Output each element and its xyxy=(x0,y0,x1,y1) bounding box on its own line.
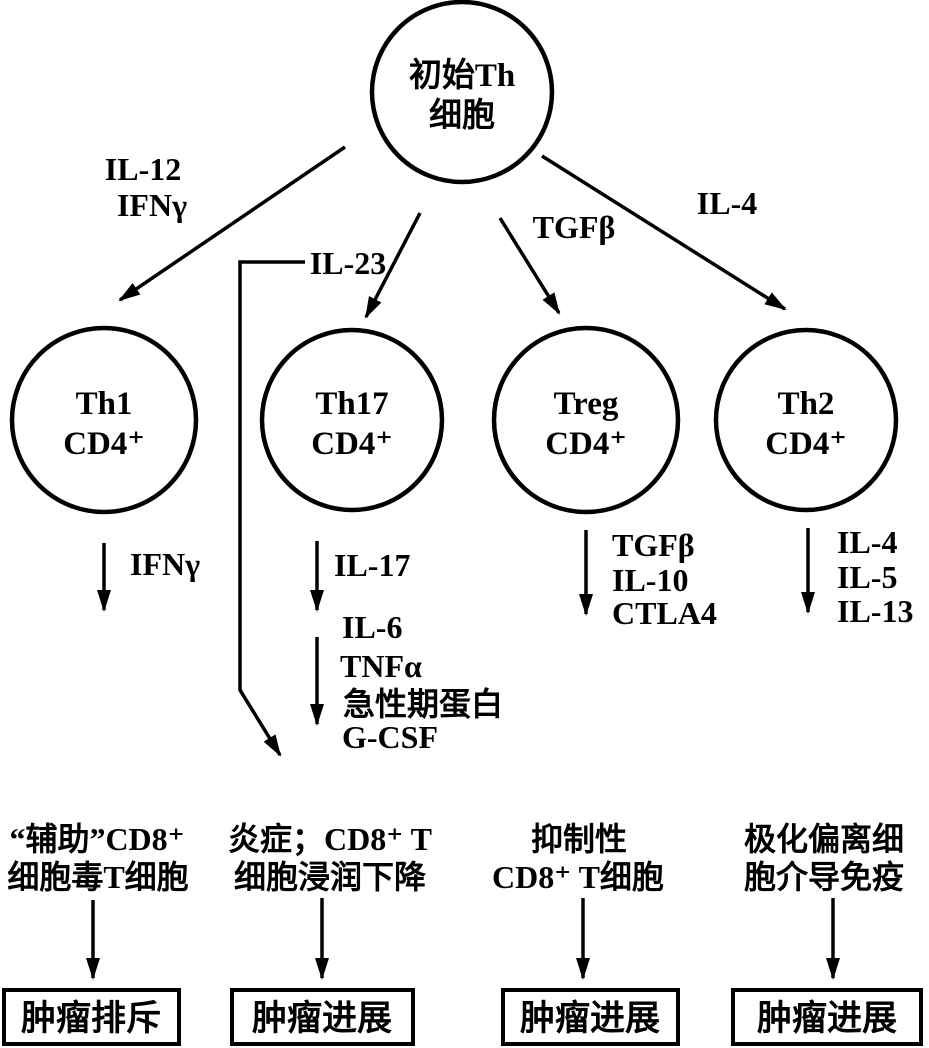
label-th2-il5: IL-5 xyxy=(837,559,897,595)
label-il23: IL-23 xyxy=(310,245,386,281)
label-il4-top: IL-4 xyxy=(697,185,757,221)
node-naive-line1: 初始Th xyxy=(409,57,515,94)
node-naive-th-cell xyxy=(369,0,555,185)
outcome-label-4: 肿瘤进展 xyxy=(757,999,897,1038)
node-th1-cell xyxy=(9,325,199,515)
label-th17-acute-phase-protein: 急性期蛋白 xyxy=(343,686,503,722)
node-naive-line2: 细胞 xyxy=(429,96,495,134)
label-th17-tnfa: TNFα xyxy=(340,648,422,684)
effect-th17-line1: 炎症；CD8⁺ T xyxy=(228,821,432,857)
outcome-box-tumor-progression-2 xyxy=(501,988,680,1046)
node-th1-line1: Th1 xyxy=(76,386,133,422)
arrow-il23-elbow xyxy=(238,260,305,757)
label-th17-il17: IL-17 xyxy=(334,547,410,583)
label-treg-ctla4: CTLA4 xyxy=(612,595,717,631)
node-th17-cell xyxy=(259,327,445,513)
outcome-box-tumor-rejection xyxy=(2,988,181,1046)
label-th2-il13: IL-13 xyxy=(837,593,913,629)
label-th2-il4: IL-4 xyxy=(837,524,897,560)
outcome-box-tumor-progression-3 xyxy=(731,988,923,1046)
label-ifng-top: IFNγ xyxy=(117,187,187,223)
node-th2-line2: CD4⁺ xyxy=(765,426,847,462)
effect-treg-line1: 抑制性 xyxy=(531,821,627,857)
label-th1-ifng: IFNγ xyxy=(130,546,200,582)
node-treg-line2: CD4⁺ xyxy=(545,426,627,462)
label-il12: IL-12 xyxy=(105,151,181,187)
arrow-naive-to-th17 xyxy=(364,212,422,319)
effect-th1-line1: “辅助”CD8⁺ xyxy=(9,821,184,857)
label-th17-gcsf: G-CSF xyxy=(342,719,438,755)
label-tgfb-top: TGFβ xyxy=(533,209,616,245)
arrow-naive-to-th2 xyxy=(541,154,787,311)
effect-th1-line2: 细胞毒T细胞 xyxy=(7,859,188,895)
label-treg-il10: IL-10 xyxy=(612,562,688,598)
arrow-naive-to-treg xyxy=(498,217,561,315)
outcome-label-2: 肿瘤进展 xyxy=(252,999,392,1038)
outcome-label-3: 肿瘤进展 xyxy=(520,999,660,1038)
node-th2-line1: Th2 xyxy=(778,386,835,422)
outcome-label-1: 肿瘤排斥 xyxy=(21,999,161,1038)
node-th17-line2: CD4⁺ xyxy=(311,426,393,462)
effect-th17-line2: 细胞浸润下降 xyxy=(234,859,427,895)
node-th17-line1: Th17 xyxy=(315,386,388,422)
node-th2-cell xyxy=(713,327,899,513)
node-treg-cell xyxy=(491,325,681,515)
label-th17-il6: IL-6 xyxy=(342,609,402,645)
node-th1-line2: CD4⁺ xyxy=(63,426,145,462)
effect-th2-line1: 极化偏离细 xyxy=(744,821,904,857)
effect-treg-line2: CD8⁺ T细胞 xyxy=(492,859,664,895)
effect-th2-line2: 胞介导免疫 xyxy=(744,859,904,895)
node-treg-line1: Treg xyxy=(554,386,619,422)
arrow-naive-to-th1 xyxy=(118,145,346,302)
label-treg-tgfb: TGFβ xyxy=(612,527,695,563)
outcome-box-tumor-progression-1 xyxy=(230,988,415,1046)
